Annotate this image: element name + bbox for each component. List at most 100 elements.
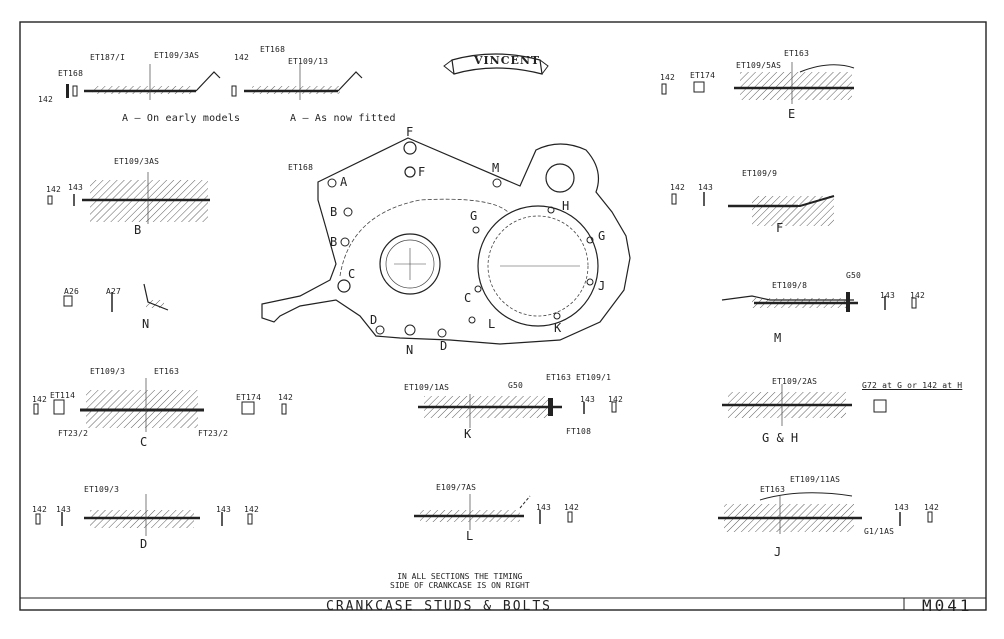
label-143: 143: [580, 395, 596, 404]
crankcase-outline: [261, 137, 631, 345]
label-a26: A26: [64, 287, 80, 296]
caption-d: D: [140, 537, 148, 551]
crankcase-marker-j: J: [598, 279, 606, 293]
label-et163: ET163: [546, 373, 572, 382]
crankcase-marker-g-right: G: [598, 229, 606, 243]
label-et109-5as: ET109/5AS: [736, 61, 782, 70]
crankcase-marker-b-upper: B: [330, 205, 338, 219]
label-143: 143: [56, 505, 72, 514]
label-e109-7as: E109/7AS: [436, 483, 477, 492]
caption-b: B: [134, 223, 142, 237]
crankcase-marker-f-top: F: [406, 125, 414, 139]
label-a27: A27: [106, 287, 122, 296]
crankcase-marker-a: A: [340, 175, 348, 189]
caption-a-now: A — As now fitted: [290, 113, 396, 124]
vincent-logo-text: VINCENT: [474, 54, 541, 67]
section-l-drawing: [414, 494, 573, 530]
label-et109-13: ET109/13: [288, 57, 329, 66]
crankcase-marker-m: M: [492, 161, 500, 175]
crankcase-marker-g-left: G: [470, 209, 478, 223]
caption-gh: G & H: [762, 431, 799, 445]
label-et109-3: ET109/3: [90, 367, 126, 376]
label-143: 143: [880, 291, 896, 300]
label-et163: ET163: [154, 367, 180, 376]
label-et109-9: ET109/9: [742, 169, 778, 178]
label-et109-1as: ET109/1AS: [404, 383, 450, 392]
crankcase-marker-c: C: [348, 267, 356, 281]
section-n-drawing: [63, 283, 169, 312]
section-k-drawing: [418, 394, 617, 428]
label-ft23-2-left: FT23/2: [58, 429, 89, 438]
label-143: 143: [216, 505, 232, 514]
section-c-drawing: [33, 378, 287, 432]
label-142: 142: [608, 395, 624, 404]
label-142: 142: [46, 185, 62, 194]
label-g50: G50: [508, 381, 524, 390]
vincent-logo: [443, 53, 549, 75]
section-gh-drawing: [722, 384, 887, 426]
section-a-now-drawing: [231, 64, 363, 100]
caption-l: L: [466, 529, 474, 543]
label-et109-1: ET109/1: [576, 373, 612, 382]
label-142: 142: [244, 505, 260, 514]
label-et109-2as: ET109/2AS: [772, 377, 818, 386]
section-e-drawing: [661, 62, 855, 104]
label-142: 142: [924, 503, 940, 512]
label-et114: ET114: [50, 391, 76, 400]
crankcase-marker-b-lower: B: [330, 235, 338, 249]
drawing-number: M041: [922, 596, 973, 615]
crankcase-label-et168: ET168: [288, 163, 314, 172]
label-et168: ET168: [260, 45, 286, 54]
label-et109-11as: ET109/11AS: [790, 475, 841, 484]
section-m-drawing: [721, 292, 917, 312]
label-et174: ET174: [690, 71, 716, 80]
label-142: 142: [278, 393, 294, 402]
timing-side-note: IN ALL SECTIONS THE TIMING SIDE OF CRANK…: [390, 572, 530, 590]
section-f-drawing: [671, 192, 835, 226]
label-142: 142: [234, 53, 250, 62]
label-et163: ET163: [760, 485, 786, 494]
label-ft108: FT108: [566, 427, 592, 436]
label-et109-8: ET109/8: [772, 281, 808, 290]
label-ft23-2-right: FT23/2: [198, 429, 229, 438]
label-g50: G50: [846, 271, 862, 280]
label-et163: ET163: [784, 49, 810, 58]
label-142: 142: [32, 505, 48, 514]
crankcase-marker-n: N: [406, 343, 414, 357]
caption-c: C: [140, 435, 148, 449]
crankcase-marker-c-inner: C: [464, 291, 472, 305]
crankcase-marker-d-right: D: [440, 339, 448, 353]
label-et109-3as: ET109/3AS: [114, 157, 160, 166]
label-142: 142: [32, 395, 48, 404]
label-143: 143: [698, 183, 714, 192]
crankcase-marker-h: H: [562, 199, 570, 213]
label-et174: ET174: [236, 393, 262, 402]
label-g1-1as: G1/1AS: [864, 527, 895, 536]
caption-n: N: [142, 317, 150, 331]
label-et109-3: ET109/3: [84, 485, 120, 494]
label-142: 142: [910, 291, 926, 300]
drawing-title: CRANKCASE STUDS & BOLTS: [326, 599, 553, 614]
label-et168: ET168: [58, 69, 84, 78]
label-g72-or-142: G72 at G or 142 at H: [862, 381, 963, 390]
crankcase-marker-d-left: D: [370, 313, 378, 327]
crankcase-marker-k: K: [554, 321, 562, 335]
caption-j: J: [774, 545, 782, 559]
crankcase-marker-l: L: [488, 317, 496, 331]
caption-k: K: [464, 427, 472, 441]
label-142: 142: [38, 95, 54, 104]
section-j-drawing: [718, 492, 933, 534]
caption-e: E: [788, 107, 796, 121]
label-142: 142: [670, 183, 686, 192]
caption-f: F: [776, 221, 784, 235]
note-line-1: IN ALL SECTIONS THE TIMING: [397, 572, 523, 581]
label-143: 143: [536, 503, 552, 512]
label-142: 142: [564, 503, 580, 512]
label-142: 142: [660, 73, 676, 82]
label-et187: ET187/I: [90, 53, 126, 62]
sheet-border: [19, 21, 987, 611]
caption-a-early: A — On early models: [122, 113, 241, 124]
caption-m: M: [774, 331, 782, 345]
